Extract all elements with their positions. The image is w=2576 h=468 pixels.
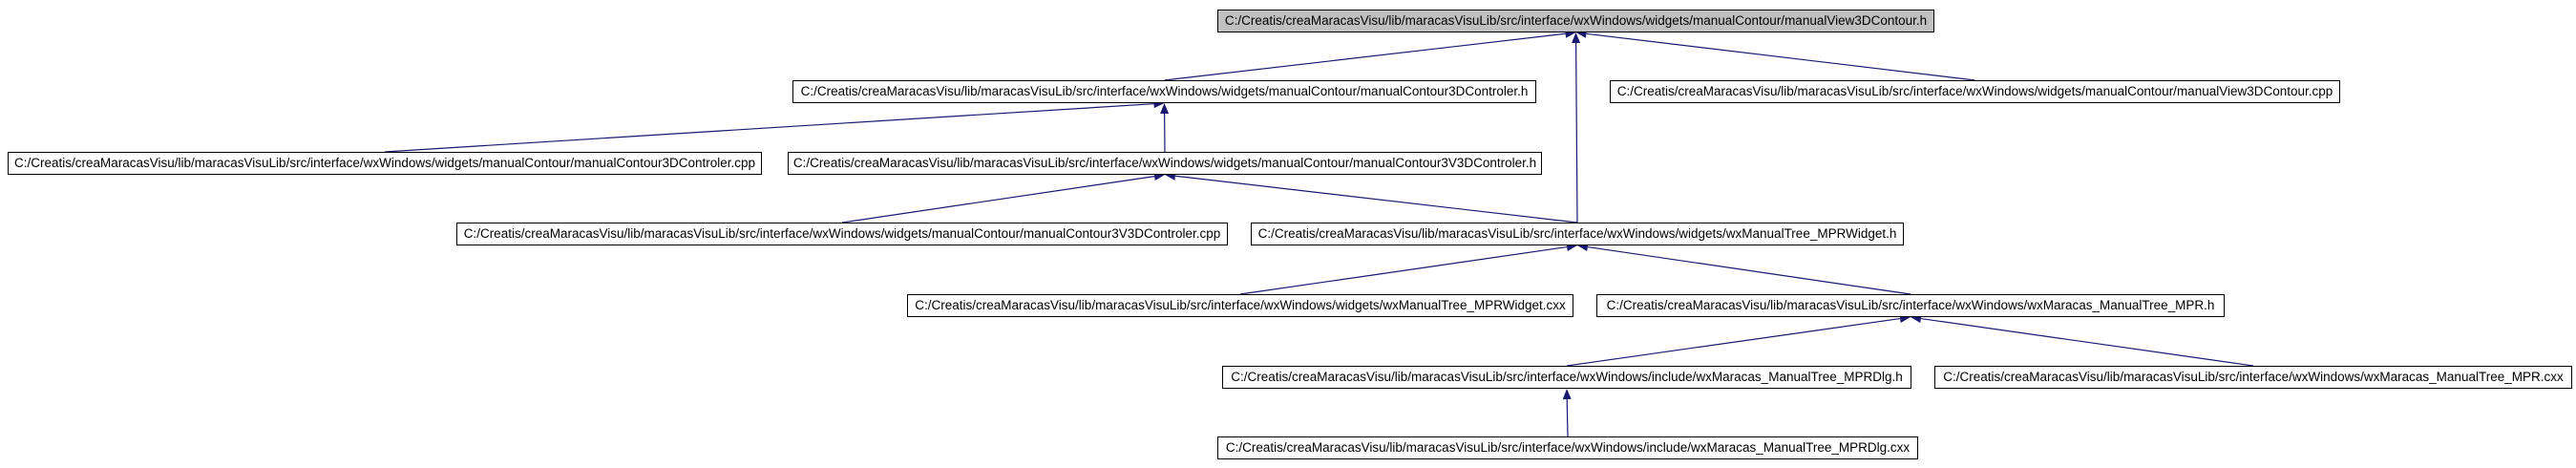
node-wxMaracas_ManualTree_MPR-h[interactable]: C:/Creatis/creaMaracasVisu/lib/maracasVi… [1596, 294, 2225, 317]
edge-arrowhead [1160, 103, 1170, 115]
node-manualContour3V3DControler-h[interactable]: C:/Creatis/creaMaracasVisu/lib/maracasVi… [788, 152, 1542, 175]
edge-line [1574, 42, 1578, 223]
edge-n5-to-n4 [841, 172, 1165, 223]
node-manualContour3V3DControler-cpp[interactable]: C:/Creatis/creaMaracasVisu/lib/maracasVi… [456, 223, 1228, 245]
edge-n2-to-n0 [1575, 29, 1975, 81]
node-wxMaracas_ManualTree_MPRDlg-h[interactable]: C:/Creatis/creaMaracasVisu/lib/maracasVi… [1222, 366, 1911, 389]
edge-line [1586, 32, 1975, 81]
edge-n10-to-n8 [1911, 314, 2254, 367]
node-manualView3DContour-cpp[interactable]: C:/Creatis/creaMaracasVisu/lib/maracasVi… [1610, 80, 2340, 103]
edge-line [1920, 317, 2254, 367]
edge-n4-to-n1 [1160, 103, 1170, 153]
edge-line [1174, 175, 1578, 223]
edge-n11-to-n9 [1562, 389, 1572, 437]
edge-n8-to-n6 [1577, 243, 1911, 295]
edge-line [1164, 32, 1566, 81]
edge-line [1566, 317, 1901, 367]
node-manualContour3DControler-h[interactable]: C:/Creatis/creaMaracasVisu/lib/maracasVi… [792, 80, 1536, 103]
edge-n6-to-n4 [1165, 171, 1578, 223]
node-wxManualTree_MPRWidget-h[interactable]: C:/Creatis/creaMaracasVisu/lib/maracasVi… [1251, 223, 1904, 245]
edge-n7-to-n6 [1239, 243, 1577, 295]
edge-line [1239, 245, 1568, 295]
edge-n6-to-n0 [1572, 32, 1581, 223]
edge-line [1587, 245, 1911, 295]
edge-arrowhead [1572, 32, 1581, 44]
node-manualView3DContour-h[interactable]: C:/Creatis/creaMaracasVisu/lib/maracasVi… [1217, 10, 1934, 32]
edge-line [1566, 398, 1569, 437]
edge-n1-to-n0 [1164, 29, 1576, 81]
edge-n9-to-n8 [1566, 314, 1911, 367]
edge-line [841, 176, 1155, 223]
node-wxMaracas_ManualTree_MPR-cxx[interactable]: C:/Creatis/creaMaracasVisu/lib/maracasVi… [1934, 366, 2572, 389]
node-manualContour3DControler-cpp[interactable]: C:/Creatis/creaMaracasVisu/lib/maracasVi… [8, 152, 762, 175]
edge-line [384, 103, 1154, 153]
edge-arrowhead [1562, 389, 1572, 400]
node-wxMaracas_ManualTree_MPRDlg-cxx[interactable]: C:/Creatis/creaMaracasVisu/lib/maracasVi… [1217, 436, 1918, 459]
node-wxManualTree_MPRWidget-cxx[interactable]: C:/Creatis/creaMaracasVisu/lib/maracasVi… [907, 294, 1573, 317]
edge-n3-to-n1 [384, 99, 1165, 153]
